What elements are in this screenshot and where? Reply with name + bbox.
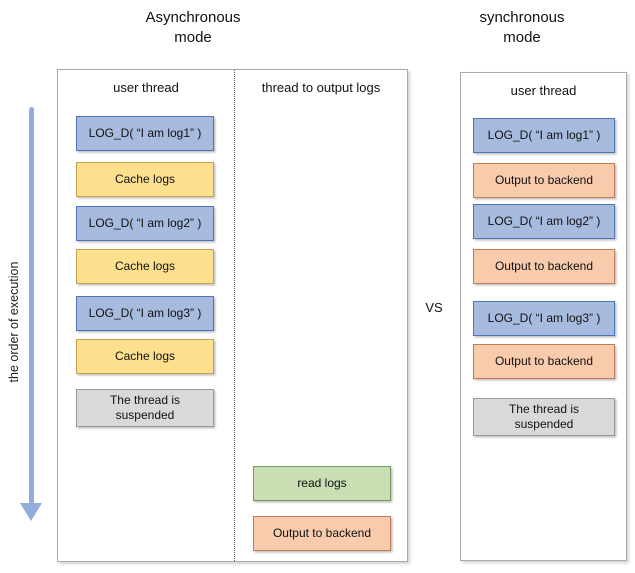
- sync-mode-title: synchronous mode: [479, 9, 565, 46]
- sync-output-to-backend-box: Output to backend: [473, 163, 615, 198]
- sync-panel: user thread LOG_D( “I am log1” ) Output …: [460, 72, 627, 561]
- async-output-to-backend-box: Output to backend: [253, 516, 391, 551]
- execution-order-arrow-line: [29, 107, 34, 504]
- async-log2-box: LOG_D( “I am log2” ): [76, 206, 214, 241]
- sync-output-to-backend-box: Output to backend: [473, 344, 615, 379]
- sync-log1-box: LOG_D( “I am log1” ): [473, 118, 615, 153]
- async-mode-title: Asynchronous mode: [145, 9, 241, 46]
- async-cache-logs-box: Cache logs: [76, 339, 214, 374]
- execution-order-axis-label: the order of execution: [7, 261, 21, 383]
- sync-user-thread-header: user thread: [510, 83, 577, 98]
- async-cache-logs-box: Cache logs: [76, 162, 214, 197]
- async-log1-box: LOG_D( “I am log1” ): [76, 116, 214, 151]
- vs-label: VS: [425, 300, 443, 315]
- sync-thread-suspended-box: The thread is suspended: [473, 398, 615, 436]
- async-cache-logs-box: Cache logs: [76, 249, 214, 284]
- async-user-thread-header: user thread: [113, 80, 179, 95]
- async-read-logs-box: read logs: [253, 466, 391, 501]
- sync-log2-box: LOG_D( “I am log2” ): [473, 204, 615, 239]
- async-output-thread-header: thread to output logs: [261, 80, 381, 95]
- execution-order-arrow-head-icon: [20, 503, 42, 521]
- async-log3-box: LOG_D( “I am log3” ): [76, 296, 214, 331]
- sync-output-to-backend-box: Output to backend: [473, 249, 615, 284]
- async-panel: user thread thread to output logs LOG_D(…: [57, 69, 408, 562]
- thread-column-divider: [234, 70, 235, 561]
- async-thread-suspended-box: The thread is suspended: [76, 389, 214, 427]
- sync-log3-box: LOG_D( “I am log3” ): [473, 301, 615, 336]
